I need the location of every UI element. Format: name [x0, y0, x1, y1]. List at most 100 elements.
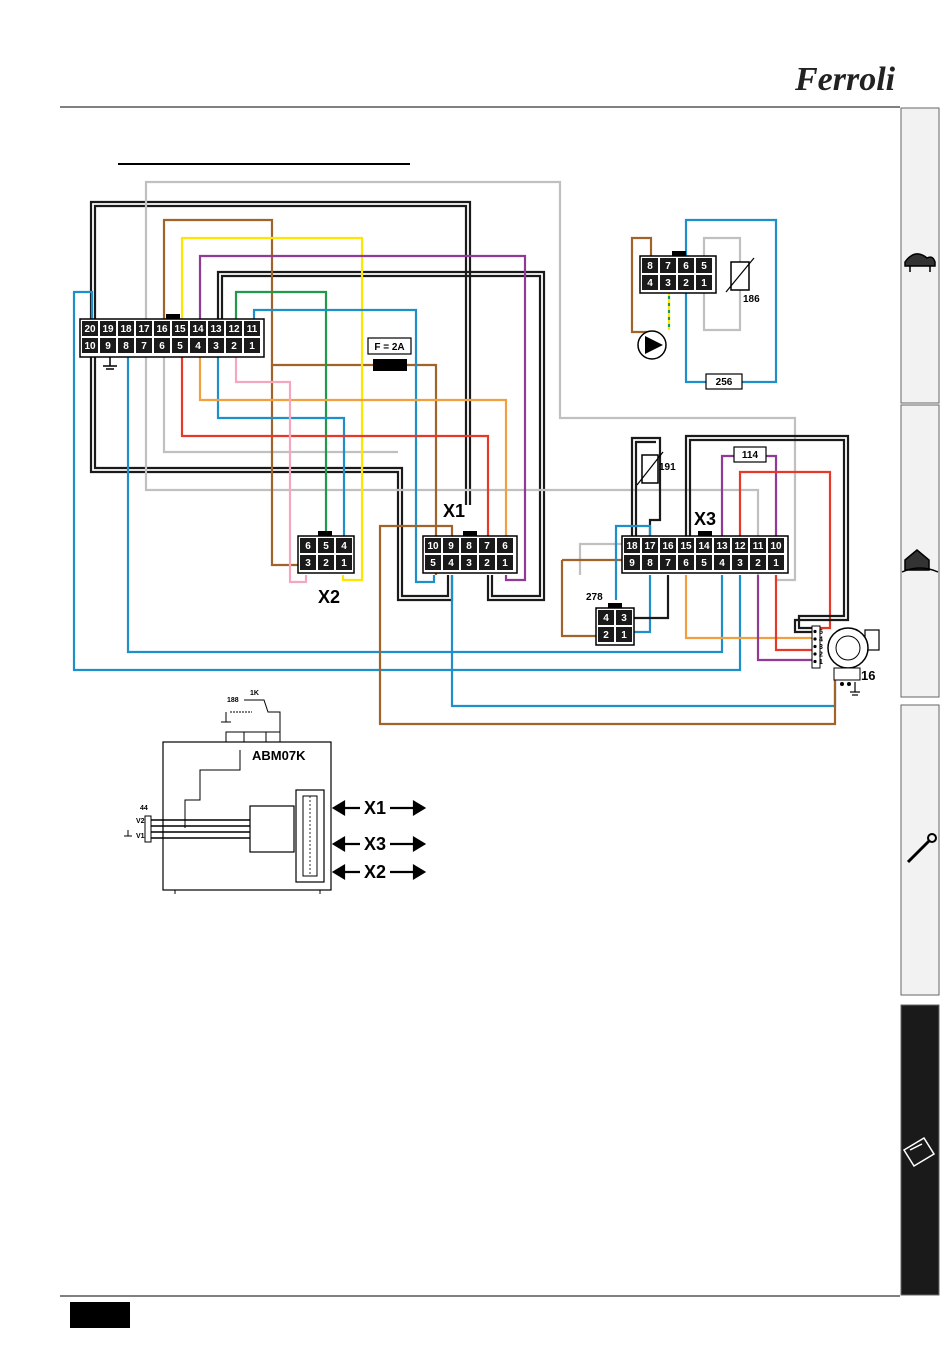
pin-label: 17	[138, 324, 150, 335]
pin-label: 7	[665, 261, 671, 272]
pin-label: 6	[305, 541, 311, 552]
svg-text:X2: X2	[318, 587, 340, 607]
pin-label: 8	[647, 558, 653, 569]
pin-label: 20	[84, 324, 96, 335]
pin-label: 10	[770, 541, 782, 552]
pin-label: 5	[323, 541, 329, 552]
svg-text:114: 114	[742, 450, 759, 461]
pin-label: 17	[644, 541, 656, 552]
pin-label: 15	[680, 541, 692, 552]
pin-label: 3	[305, 558, 311, 569]
svg-text:256: 256	[716, 377, 733, 388]
pin-label: 5	[177, 341, 183, 352]
sensor-186: 186	[726, 258, 760, 305]
pin-label: 18	[120, 324, 132, 335]
component-256: 256	[706, 374, 742, 389]
pin-label: 8	[123, 341, 129, 352]
pin-label: 6	[502, 541, 508, 552]
svg-text:16: 16	[861, 668, 875, 683]
pin-label: 8	[466, 541, 472, 552]
fan-16: 54321 16	[812, 626, 879, 695]
pin-label: 5	[701, 558, 707, 569]
pin-label: 11	[753, 541, 764, 552]
pin-label: 9	[105, 341, 111, 352]
fan-pin-label: 2	[819, 652, 823, 659]
pin-label: 10	[84, 341, 96, 352]
svg-text:X3: X3	[694, 509, 716, 529]
pin-label: 2	[755, 558, 761, 569]
svg-text:X1: X1	[443, 501, 465, 521]
pin-label: 9	[448, 541, 454, 552]
pin-label: 6	[159, 341, 165, 352]
svg-text:X3: X3	[364, 834, 386, 854]
pin-label: 19	[102, 324, 114, 335]
ground-symbol	[103, 356, 117, 369]
abm07k-module: ABM07K 44 V2 V1	[124, 732, 331, 894]
pin-label: 1	[502, 558, 508, 569]
pin-label: 8	[647, 261, 653, 272]
svg-text:V1: V1	[136, 833, 145, 840]
pin-label: 5	[701, 261, 707, 272]
fan-pin-label: 1	[819, 659, 823, 666]
pin-label: 13	[210, 324, 222, 335]
pin-label: 1	[249, 341, 255, 352]
fan-pin	[813, 652, 816, 655]
svg-text:F = 2A: F = 2A	[374, 342, 404, 353]
pin-label: 2	[683, 278, 689, 289]
svg-text:186: 186	[743, 294, 760, 305]
pin-label: 2	[323, 558, 329, 569]
fan-pin	[813, 645, 816, 648]
pump-icon	[638, 331, 666, 359]
fuse: F = 2A	[368, 338, 411, 371]
connector-x2: 6 5 4 3 2 1 X2	[298, 531, 354, 607]
pin-label: 6	[683, 558, 689, 569]
main-connector: 2019181716151413121110987654321	[80, 314, 264, 357]
pin-label: 11	[247, 324, 258, 335]
pin-label: 7	[665, 558, 671, 569]
pin-label: 2	[231, 341, 237, 352]
pin-label: 12	[228, 324, 240, 335]
pin-label: 4	[603, 613, 609, 624]
pin-label: 3	[665, 278, 671, 289]
ferroli-logo: Ferroli	[794, 61, 896, 98]
fan-pin-label: 3	[819, 644, 823, 651]
pin-label: 1	[701, 278, 707, 289]
pin-label: 4	[448, 558, 454, 569]
pin-label: 12	[734, 541, 746, 552]
pin-label: 7	[484, 541, 490, 552]
svg-text:ABM07K: ABM07K	[252, 748, 306, 763]
fan-pin-label: 5	[819, 629, 823, 636]
pin-label: 4	[195, 341, 201, 352]
svg-text:1K: 1K	[250, 690, 259, 697]
pin-label: 15	[174, 324, 186, 335]
fan-pin-label: 4	[819, 637, 823, 644]
pin-label: 5	[430, 558, 436, 569]
pin-label: 16	[156, 324, 168, 335]
pin-label: 3	[621, 613, 627, 624]
svg-text:191: 191	[659, 462, 676, 473]
svg-text:44: 44	[140, 805, 148, 812]
sensor-191: 191	[637, 452, 676, 485]
pin-label: 10	[427, 541, 439, 552]
fan-pin	[813, 630, 816, 633]
component-114: 114	[734, 447, 766, 462]
pin-label: 3	[213, 341, 219, 352]
svg-text:188: 188	[227, 697, 239, 704]
pin-label: 3	[737, 558, 743, 569]
pin-label: 3	[466, 558, 472, 569]
pin-label: 4	[647, 278, 653, 289]
side-tabs	[901, 108, 939, 1295]
arrow-labels: X1 X3 X2	[360, 796, 390, 882]
pin-label: 1	[341, 558, 347, 569]
pin-label: 4	[341, 541, 347, 552]
pin-label: 14	[698, 541, 710, 552]
svg-text:X1: X1	[364, 798, 386, 818]
svg-text:Ferroli: Ferroli	[794, 61, 896, 98]
pin-label: 13	[716, 541, 728, 552]
svg-text:V2: V2	[136, 818, 145, 825]
pin-label: 14	[192, 324, 204, 335]
svg-text:278: 278	[586, 592, 603, 603]
pin-label: 9	[629, 558, 635, 569]
